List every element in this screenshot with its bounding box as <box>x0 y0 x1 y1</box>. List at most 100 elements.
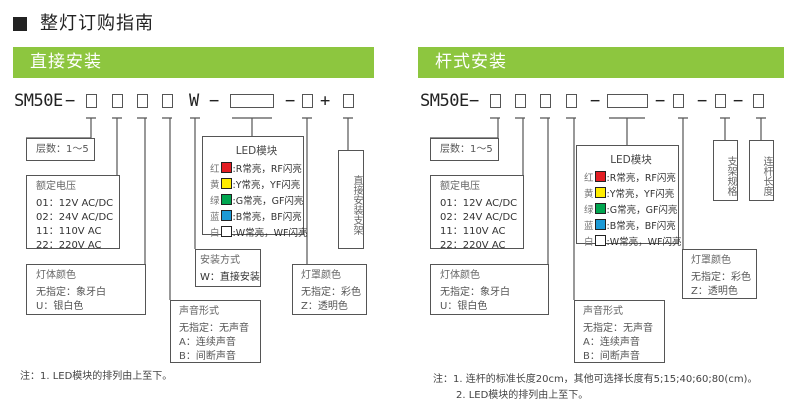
layers-box: 层数：1～5 <box>26 138 95 161</box>
voltage-option: 01：12V AC/DC <box>36 198 114 209</box>
rod-length-box: 连杆长度 <box>749 140 774 201</box>
layers-text: 层数：1～5 <box>36 144 89 155</box>
code-w: W <box>189 91 200 111</box>
section-title: 直接安装 <box>30 52 102 72</box>
code-slot-led <box>230 94 274 108</box>
cover-color-title: 灯罩颜色 <box>301 270 341 281</box>
section-header-direct: 直接安装 <box>13 47 374 78</box>
sound-box: 声音形式 无指定：无声音 A：连续声音 B：间断声音 <box>574 300 665 363</box>
connector <box>162 117 172 300</box>
note-line: 注：1. 连杆的标准长度20cm，其他可选择长度有5;15;40;60;80(c… <box>433 374 758 385</box>
black-square-icon <box>13 17 27 31</box>
led-row-red: 红 :R常亮，RF闪亮 <box>584 171 678 187</box>
led-module-box: LED模块 红 :R常亮，RF闪亮 黄 :Y常亮，YF闪亮 绿 :G常亮，GF闪亮 蓝… <box>576 145 681 248</box>
connector <box>137 117 147 264</box>
sound-option: 无指定：无声音 <box>583 323 653 334</box>
led-code: :Y常亮，YF闪亮 <box>606 189 675 200</box>
voltage-box: 额定电压 01：12V AC/DC 02：24V AC/DC 11：110V A… <box>430 175 524 251</box>
code-slot-sound <box>566 94 577 108</box>
led-color-name: 黄 <box>584 189 594 200</box>
voltage-option: 22：220V AC <box>440 240 506 251</box>
cover-color-option: Z：透明色 <box>691 286 738 297</box>
body-color-box: 灯体颜色 无指定：象牙白 U：银白色 <box>26 264 146 315</box>
model-prefix: SM50E <box>420 91 469 111</box>
body-color-option: 无指定：象牙白 <box>440 287 510 298</box>
bracket-label: 直接安装支架 <box>351 174 362 235</box>
cover-color-option: 无指定：彩色 <box>301 287 361 298</box>
body-color-title: 灯体颜色 <box>440 270 480 281</box>
led-row-yellow: 黄 :Y常亮，YF闪亮 <box>584 187 678 203</box>
led-color-name: 绿 <box>584 205 594 216</box>
note-line: 注：1. LED模块的排列由上至下。 <box>20 371 173 382</box>
led-code: :W常亮，WF闪亮 <box>606 237 682 248</box>
voltage-option: 01：12V AC/DC <box>440 198 518 209</box>
led-color-name: 蓝 <box>210 212 220 223</box>
code-slot-layers <box>490 94 501 108</box>
led-color-name: 红 <box>210 164 220 175</box>
dash: − <box>65 91 76 111</box>
page-title: 整灯订购指南 <box>40 13 154 34</box>
led-color-name: 黄 <box>210 180 220 191</box>
led-code: :G常亮，GF闪亮 <box>606 205 678 216</box>
dash: − <box>655 91 666 111</box>
led-code: :Y常亮，YF闪亮 <box>232 180 301 191</box>
code-slot-voltage <box>112 94 123 108</box>
led-row-red: 红 :R常亮，RF闪亮 <box>210 162 303 178</box>
connector <box>190 117 200 249</box>
code-slot-bracket <box>343 94 354 108</box>
led-color-name: 蓝 <box>584 221 594 232</box>
led-code: :R常亮，RF闪亮 <box>606 173 676 184</box>
led-color-name: 绿 <box>210 196 220 207</box>
red-swatch-icon <box>220 162 232 173</box>
led-row-blue: 蓝 :B常亮，BF闪亮 <box>584 219 678 235</box>
voltage-option: 11：110V AC <box>440 226 506 237</box>
cover-color-option: Z：透明色 <box>301 301 348 312</box>
sound-option: A：连续声音 <box>583 337 640 348</box>
led-title: LED模块 <box>610 154 652 166</box>
code-slot-body-color <box>540 94 551 108</box>
connector <box>720 117 730 140</box>
led-code: :R常亮，RF闪亮 <box>232 164 302 175</box>
sound-title: 声音形式 <box>179 306 219 317</box>
cover-color-box: 灯罩颜色 无指定：彩色 Z：透明色 <box>682 249 757 299</box>
bracket-box: 直接安装支架 <box>338 150 364 249</box>
code-slot-body-color <box>137 94 148 108</box>
cover-color-title: 灯罩颜色 <box>691 255 731 266</box>
connector <box>112 117 122 175</box>
sound-option: 无指定：无声音 <box>179 323 249 334</box>
plus: + <box>320 91 331 111</box>
led-color-name: 红 <box>584 173 594 184</box>
led-color-name: 白 <box>210 228 220 239</box>
body-color-option: U：银白色 <box>36 301 84 312</box>
mount-title: 安装方式 <box>200 255 240 266</box>
code-slot-voltage <box>515 94 526 108</box>
connector <box>232 117 272 136</box>
led-code: :B常亮，BF闪亮 <box>606 221 676 232</box>
white-swatch-icon <box>220 226 232 237</box>
layers-text: 层数：1～5 <box>440 144 493 155</box>
code-slot-sound <box>162 94 173 108</box>
section-header-pole: 杆式安装 <box>418 47 784 78</box>
sound-box: 声音形式 无指定：无声音 A：连续声音 B：间断声音 <box>170 300 261 363</box>
mount-option: W：直接安装 <box>200 272 260 283</box>
code-slot-layers <box>86 94 97 108</box>
connector <box>566 117 576 300</box>
led-code: :W常亮，WF闪亮 <box>232 228 308 239</box>
voltage-option: 02：24V AC/DC <box>440 212 518 223</box>
body-color-option: 无指定：象牙白 <box>36 287 106 298</box>
bracket-spec-box: 支架规格 <box>713 140 738 201</box>
sound-option: B：间断声音 <box>179 351 236 362</box>
sound-option: B：间断声音 <box>583 351 640 362</box>
led-row-blue: 蓝:B常亮，BF闪亮 <box>210 210 303 226</box>
rod-length-label: 连杆长度 <box>761 155 772 196</box>
led-row-yellow: 黄 :Y常亮，YF闪亮 <box>210 178 303 194</box>
dash: − <box>209 91 220 111</box>
led-row-green: 绿:G常亮，GF闪亮 <box>210 194 303 210</box>
dash: − <box>285 91 296 111</box>
bracket-spec-label: 支架规格 <box>725 155 736 196</box>
code-slot-cover-color <box>302 94 313 108</box>
voltage-option: 11：110V AC <box>36 226 102 237</box>
body-color-box: 灯体颜色 无指定：象牙白 U：银白色 <box>430 264 549 315</box>
voltage-title: 额定电压 <box>440 181 480 192</box>
note-line: 2. LED模块的排列由上至下。 <box>456 390 589 401</box>
